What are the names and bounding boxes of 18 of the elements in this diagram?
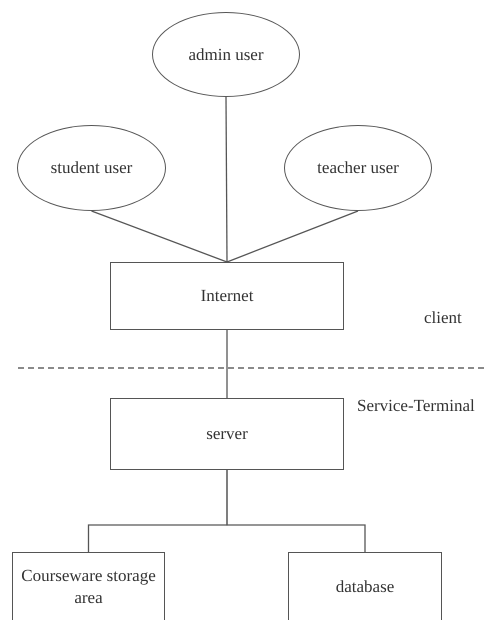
zone-label: Service-Terminal xyxy=(357,396,475,416)
node-label: student user xyxy=(50,157,134,179)
connector-line xyxy=(226,470,366,552)
connector-line xyxy=(226,210,358,263)
node-label: Courseware storage area xyxy=(20,565,157,608)
process-box xyxy=(110,398,344,470)
process-box xyxy=(110,262,344,330)
node-label: teacher user xyxy=(316,157,400,179)
node-label: server xyxy=(205,423,249,445)
node-label: Internet xyxy=(200,285,254,307)
process-box xyxy=(12,552,165,620)
node-label: admin user xyxy=(187,44,265,66)
process-box xyxy=(288,552,442,620)
zone-label: client xyxy=(424,308,462,328)
connector-line xyxy=(225,97,228,262)
node-label: database xyxy=(334,576,396,598)
connector-line xyxy=(226,330,228,398)
connector-line xyxy=(91,210,228,263)
